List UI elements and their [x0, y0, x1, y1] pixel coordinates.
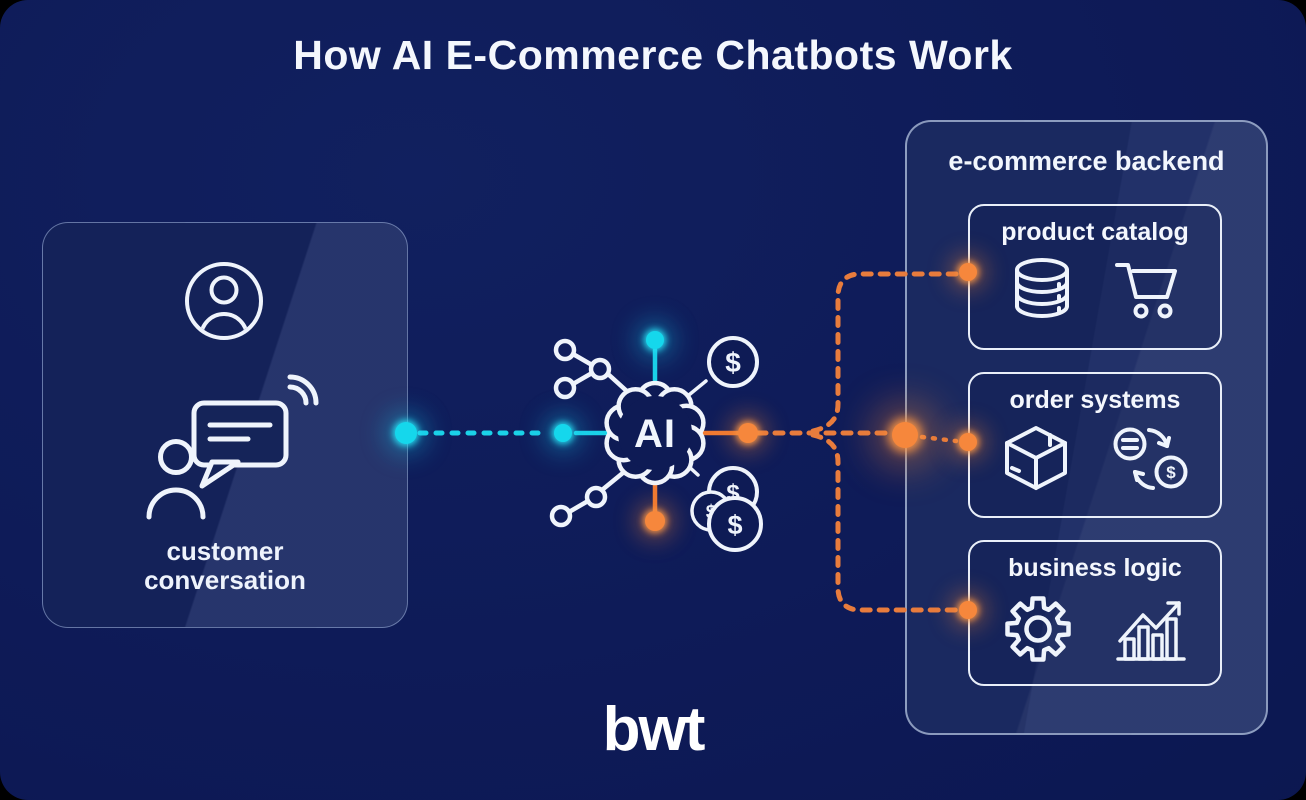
order-systems-icons: $ — [970, 421, 1220, 499]
ai-label: AI — [634, 412, 676, 456]
orange-node-panel-edge — [892, 422, 918, 448]
panel-title: e-commerce backend — [948, 146, 1225, 176]
product-catalog-icons — [970, 253, 1220, 325]
dollar-glyph: $ — [1166, 463, 1176, 482]
person-icon — [146, 439, 206, 520]
orange-node-order-systems — [959, 433, 977, 451]
page-title: How AI E-Commerce Chatbots Work — [293, 32, 1013, 78]
business-logic-box: business logic — [968, 540, 1222, 686]
orange-node-brain-bottom — [645, 511, 665, 531]
gear-icon — [1005, 596, 1071, 662]
card-label-line1: customer — [166, 536, 284, 566]
orange-node-product-catalog — [959, 263, 977, 281]
order-systems-box: order systems $ — [968, 372, 1222, 518]
dollar-glyph: $ — [727, 510, 742, 540]
currency-exchange-icon: $ — [1113, 427, 1188, 490]
dollar-coins-icon: $ $ $ — [690, 466, 763, 552]
cyan-node-card-edge — [395, 422, 417, 444]
dollar-glyph: $ — [725, 347, 741, 378]
card-label-line2: conversation — [144, 565, 306, 596]
package-icon — [1005, 426, 1067, 490]
business-logic-label: business logic — [1008, 554, 1182, 582]
product-catalog-box: product catalog — [968, 204, 1222, 350]
network-nodes-icon — [549, 469, 627, 528]
product-catalog-label: product catalog — [1001, 218, 1189, 246]
order-systems-label: order systems — [1009, 386, 1181, 414]
signal-waves-icon — [287, 374, 319, 406]
shopping-cart-icon — [1115, 263, 1177, 319]
user-avatar-icon — [185, 262, 263, 340]
ai-brain-icon: AI — [604, 380, 706, 486]
orange-node-business-logic — [959, 601, 977, 619]
orange-node-relay — [738, 423, 758, 443]
business-logic-icons — [970, 589, 1220, 669]
cyan-node-brain-top — [646, 331, 664, 349]
ecommerce-backend-panel: e-commerce backend product catalog — [905, 120, 1268, 735]
cyan-node-relay — [554, 424, 572, 442]
database-icon — [1015, 258, 1069, 318]
customer-conversation-card: customer conversation — [42, 222, 408, 628]
dollar-coin-icon: $ — [707, 336, 759, 388]
growth-chart-icon — [1116, 601, 1186, 661]
card-label: customer conversation — [43, 536, 407, 596]
chat-bubble-icon — [146, 374, 319, 520]
bwt-logo: bwt — [602, 695, 706, 764]
